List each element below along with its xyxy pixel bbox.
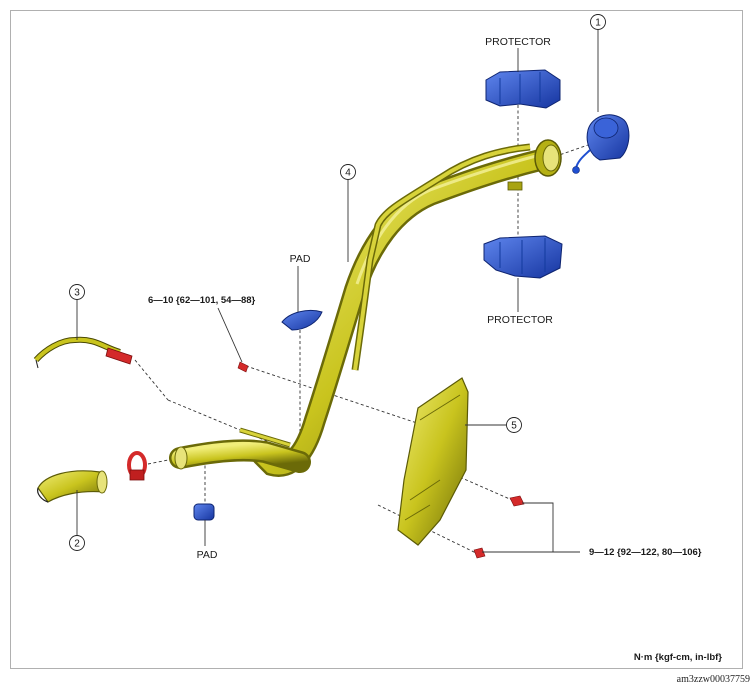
hose-clamp (127, 451, 147, 481)
callout-3: 3 (69, 284, 85, 300)
pad-top-label: PAD (290, 253, 311, 265)
protector-lower (483, 235, 563, 279)
callout-5: 5 (506, 417, 522, 433)
callout-4: 4 (340, 164, 356, 180)
protector-upper (485, 69, 561, 109)
fuel-hose-2 (37, 470, 108, 503)
callout-2: 2 (69, 535, 85, 551)
callout-4-text: 4 (345, 168, 351, 179)
callout-5-text: 5 (511, 421, 517, 432)
fuel-cap-1 (572, 114, 630, 174)
breather-hose-3 (33, 336, 133, 369)
callout-1: 1 (590, 14, 606, 30)
pad-upper (281, 309, 323, 331)
callout-1-text: 1 (595, 18, 601, 29)
protector-bottom-label: PROTECTOR (487, 314, 553, 326)
diagram-frame (10, 10, 743, 669)
filler-pipe (251, 139, 562, 477)
lower-hose (169, 427, 311, 473)
pad-bottom-label: PAD (197, 549, 218, 561)
pad-lower (193, 503, 215, 521)
torque-spec-upper: 6—10 {62—101, 54—88} (148, 295, 256, 306)
callout-2-text: 2 (74, 539, 80, 550)
bolts (237, 361, 525, 559)
units-note: N·m {kgf-cm, in-lbf} (634, 652, 722, 663)
image-id: am3zzw00037759 (676, 674, 750, 685)
leader-lines (76, 30, 599, 553)
torque-spec-lower: 9—12 {92—122, 80—106} (589, 547, 702, 558)
filler-bracket-5 (397, 377, 469, 546)
callout-3-text: 3 (74, 288, 80, 299)
protector-top-label: PROTECTOR (485, 36, 551, 48)
